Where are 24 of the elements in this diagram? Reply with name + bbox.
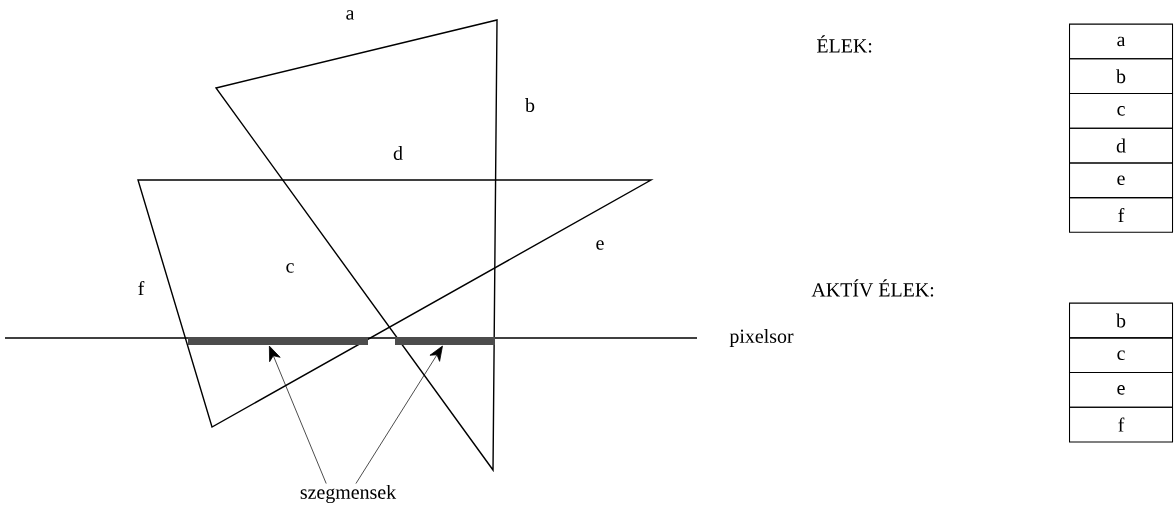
edge-letter: d (393, 146, 403, 160)
caption-text: szegmensek (300, 484, 397, 504)
edge-letter: a (346, 10, 355, 20)
table-cell: d (1069, 127, 1174, 164)
arrow (269, 345, 327, 484)
edge-letter: e (596, 240, 604, 250)
table-cell: c (1069, 93, 1174, 129)
edge-letter: f (138, 281, 145, 295)
table-cell: f (1069, 406, 1174, 443)
table-cell: b (1069, 58, 1174, 95)
table-cell: e (1069, 162, 1174, 199)
edge-letter: c (286, 263, 294, 273)
edge-letter: b (525, 98, 535, 112)
label-text: AKTÍV ÉLEK: (811, 279, 934, 297)
segment-bar (188, 337, 368, 345)
segment-bar (395, 337, 495, 345)
table-cell: e (1069, 372, 1174, 408)
table-cell: b (1069, 302, 1174, 339)
table-cell: c (1069, 337, 1174, 374)
label-text: ÉLEK: (817, 35, 872, 53)
label-text: pixelsor (729, 328, 794, 348)
table-cell: f (1069, 197, 1174, 233)
arrow (355, 345, 443, 484)
table-cell: a (1069, 23, 1174, 60)
